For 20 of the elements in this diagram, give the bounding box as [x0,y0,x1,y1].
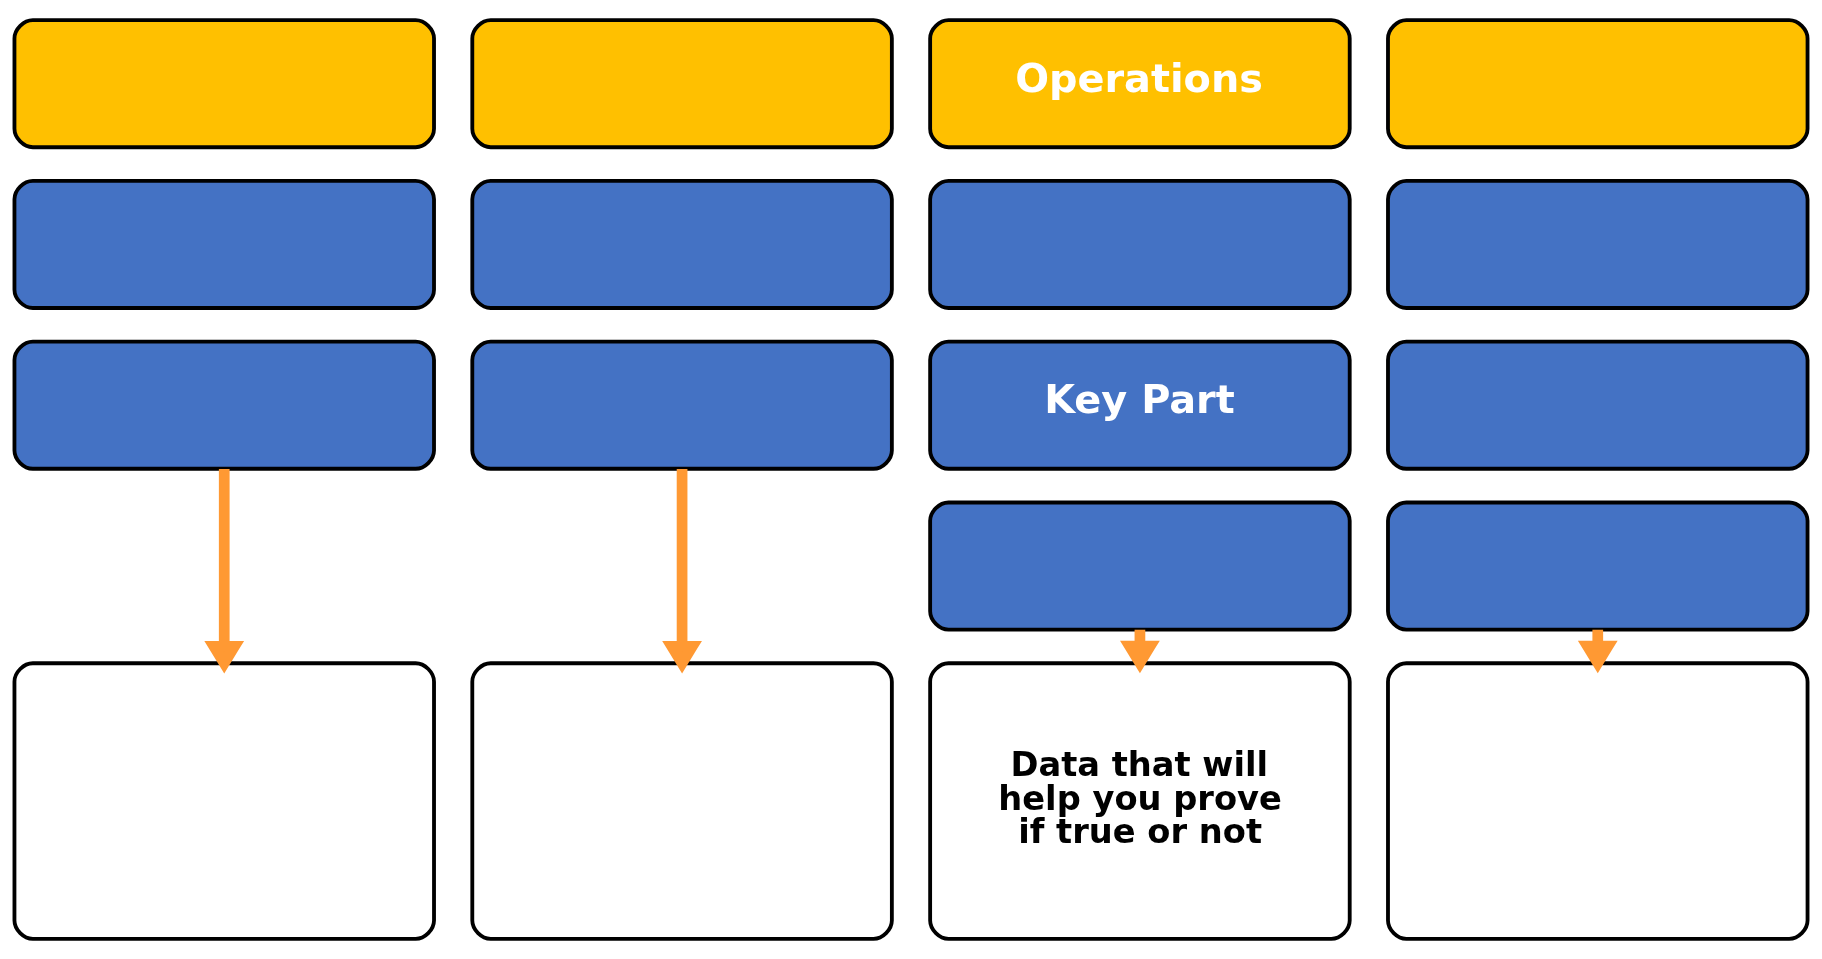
node-box [470,18,894,150]
arrow [662,469,702,674]
node-box: Operations [928,18,1352,150]
node-box [470,339,894,471]
node-box [1386,500,1810,632]
node-box: Data that will help you prove if true or not [928,661,1352,941]
node-box [1386,661,1810,941]
node-box [12,661,436,941]
node-box [470,661,894,941]
node-box [1386,179,1810,310]
node-box [470,179,894,310]
node-box [12,18,436,150]
node-box [12,179,436,310]
node-box: Key Part [928,339,1352,471]
node-box [1386,339,1810,471]
node-box [928,500,1352,632]
node-box [12,339,436,471]
arrow [204,469,245,674]
node-box [928,179,1352,310]
node-box [1386,18,1810,150]
